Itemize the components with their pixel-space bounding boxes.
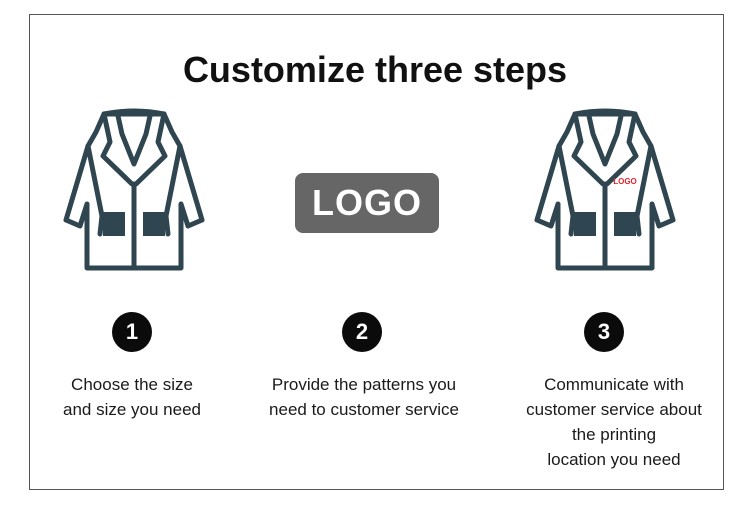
step-3-line: Communicate with [544, 375, 684, 394]
step-2-line: need to customer service [269, 400, 459, 419]
step-1-badge: 1 [112, 312, 152, 352]
step-2-description: Provide the patterns you need to custome… [250, 372, 478, 422]
step-3-line: location you need [547, 450, 681, 469]
step-3-line: the printing [571, 425, 657, 444]
step-3-badge: 3 [584, 312, 624, 352]
page-title: Customize three steps [182, 49, 568, 90]
step-1-description: Choose the size and size you need [42, 372, 222, 422]
step-1-line: Choose the size [71, 375, 193, 394]
step-2-line: Provide the patterns you [271, 375, 457, 394]
coat-logo-mark: LOGO [613, 177, 637, 186]
content-frame [29, 14, 724, 490]
lab-coat-with-logo-icon: LOGO [534, 108, 676, 271]
step-1-line: and size you need [63, 400, 201, 419]
step-3-description: Communicate with customer service about … [508, 372, 720, 472]
lab-coat-icon [63, 108, 205, 271]
step-3-line: customer service about [526, 400, 702, 419]
logo-placeholder: LOGO [295, 173, 439, 233]
step-2-badge: 2 [342, 312, 382, 352]
